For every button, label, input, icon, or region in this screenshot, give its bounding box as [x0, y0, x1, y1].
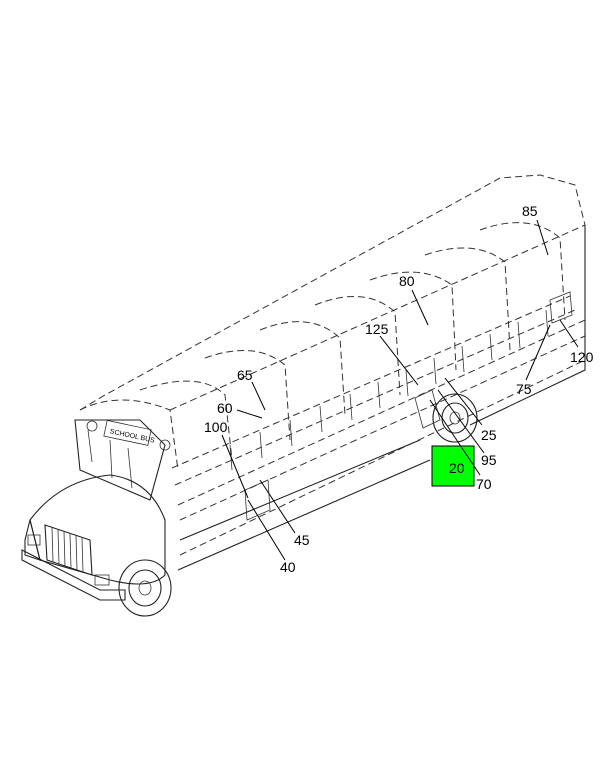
callout-125: 125 [365, 321, 389, 337]
callout-40: 40 [280, 559, 296, 575]
bus-illustration: SCHOOL BUS [21, 174, 586, 617]
callout-85: 85 [522, 203, 538, 219]
callout-100: 100 [204, 419, 228, 435]
callout-labels: 85 80 120 75 125 65 60 100 25 95 20 70 4… [204, 203, 594, 575]
callout-20: 20 [449, 460, 465, 476]
callout-95: 95 [481, 452, 497, 468]
highlight-box [431, 445, 475, 487]
callout-120: 120 [570, 349, 594, 365]
callout-80: 80 [399, 273, 415, 289]
callout-45: 45 [294, 532, 310, 548]
callout-70: 70 [476, 476, 492, 492]
callout-25: 25 [481, 427, 497, 443]
callout-65: 65 [237, 367, 253, 383]
front-wheel [118, 559, 172, 617]
callout-60: 60 [217, 400, 233, 416]
leader-lines [221, 219, 579, 561]
callout-75: 75 [516, 381, 532, 397]
